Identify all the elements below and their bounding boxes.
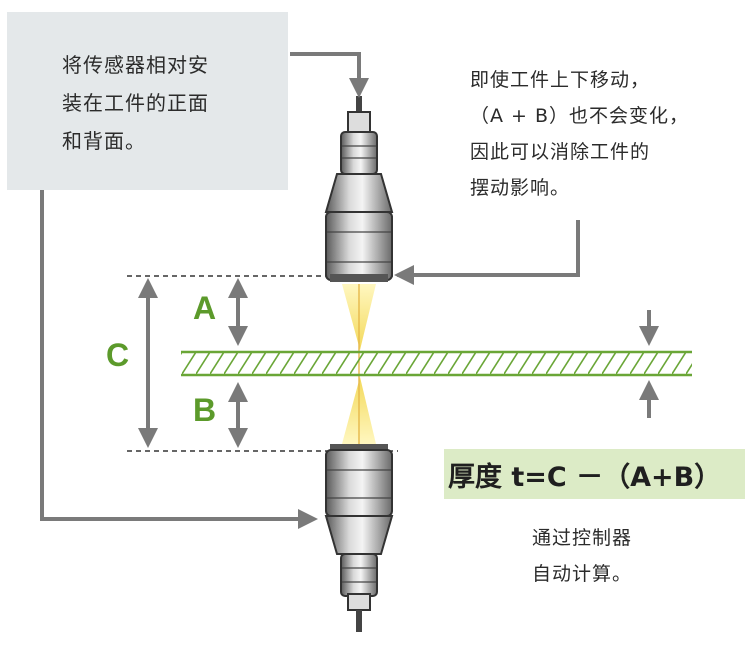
arrow-to-upper-sensor — [290, 52, 369, 98]
formula-box: 厚度 t=C －（A+B） — [444, 449, 745, 499]
thickness-formula: 厚度 t=C －（A+B） — [448, 462, 722, 493]
workpiece — [181, 350, 692, 377]
label-c: C — [106, 337, 130, 373]
label-a: A — [193, 290, 217, 326]
arrow-to-lower-sensor — [40, 190, 318, 529]
controller-callout-text: 通过控制器 自动计算。 — [532, 527, 633, 585]
lower-sensor — [324, 444, 394, 632]
mount-callout-text: 将传感器相对安 装在工件的正面 和背面。 — [62, 53, 209, 153]
upper-sensor — [324, 96, 394, 282]
mount-callout-box — [7, 12, 288, 190]
arrow-to-sensor-gap — [394, 220, 580, 285]
label-b: B — [193, 392, 217, 428]
effect-callout-text: 即使工件上下移动， （A + B）也不会变化， 因此可以消除工件的 摆动影响。 — [470, 69, 690, 199]
